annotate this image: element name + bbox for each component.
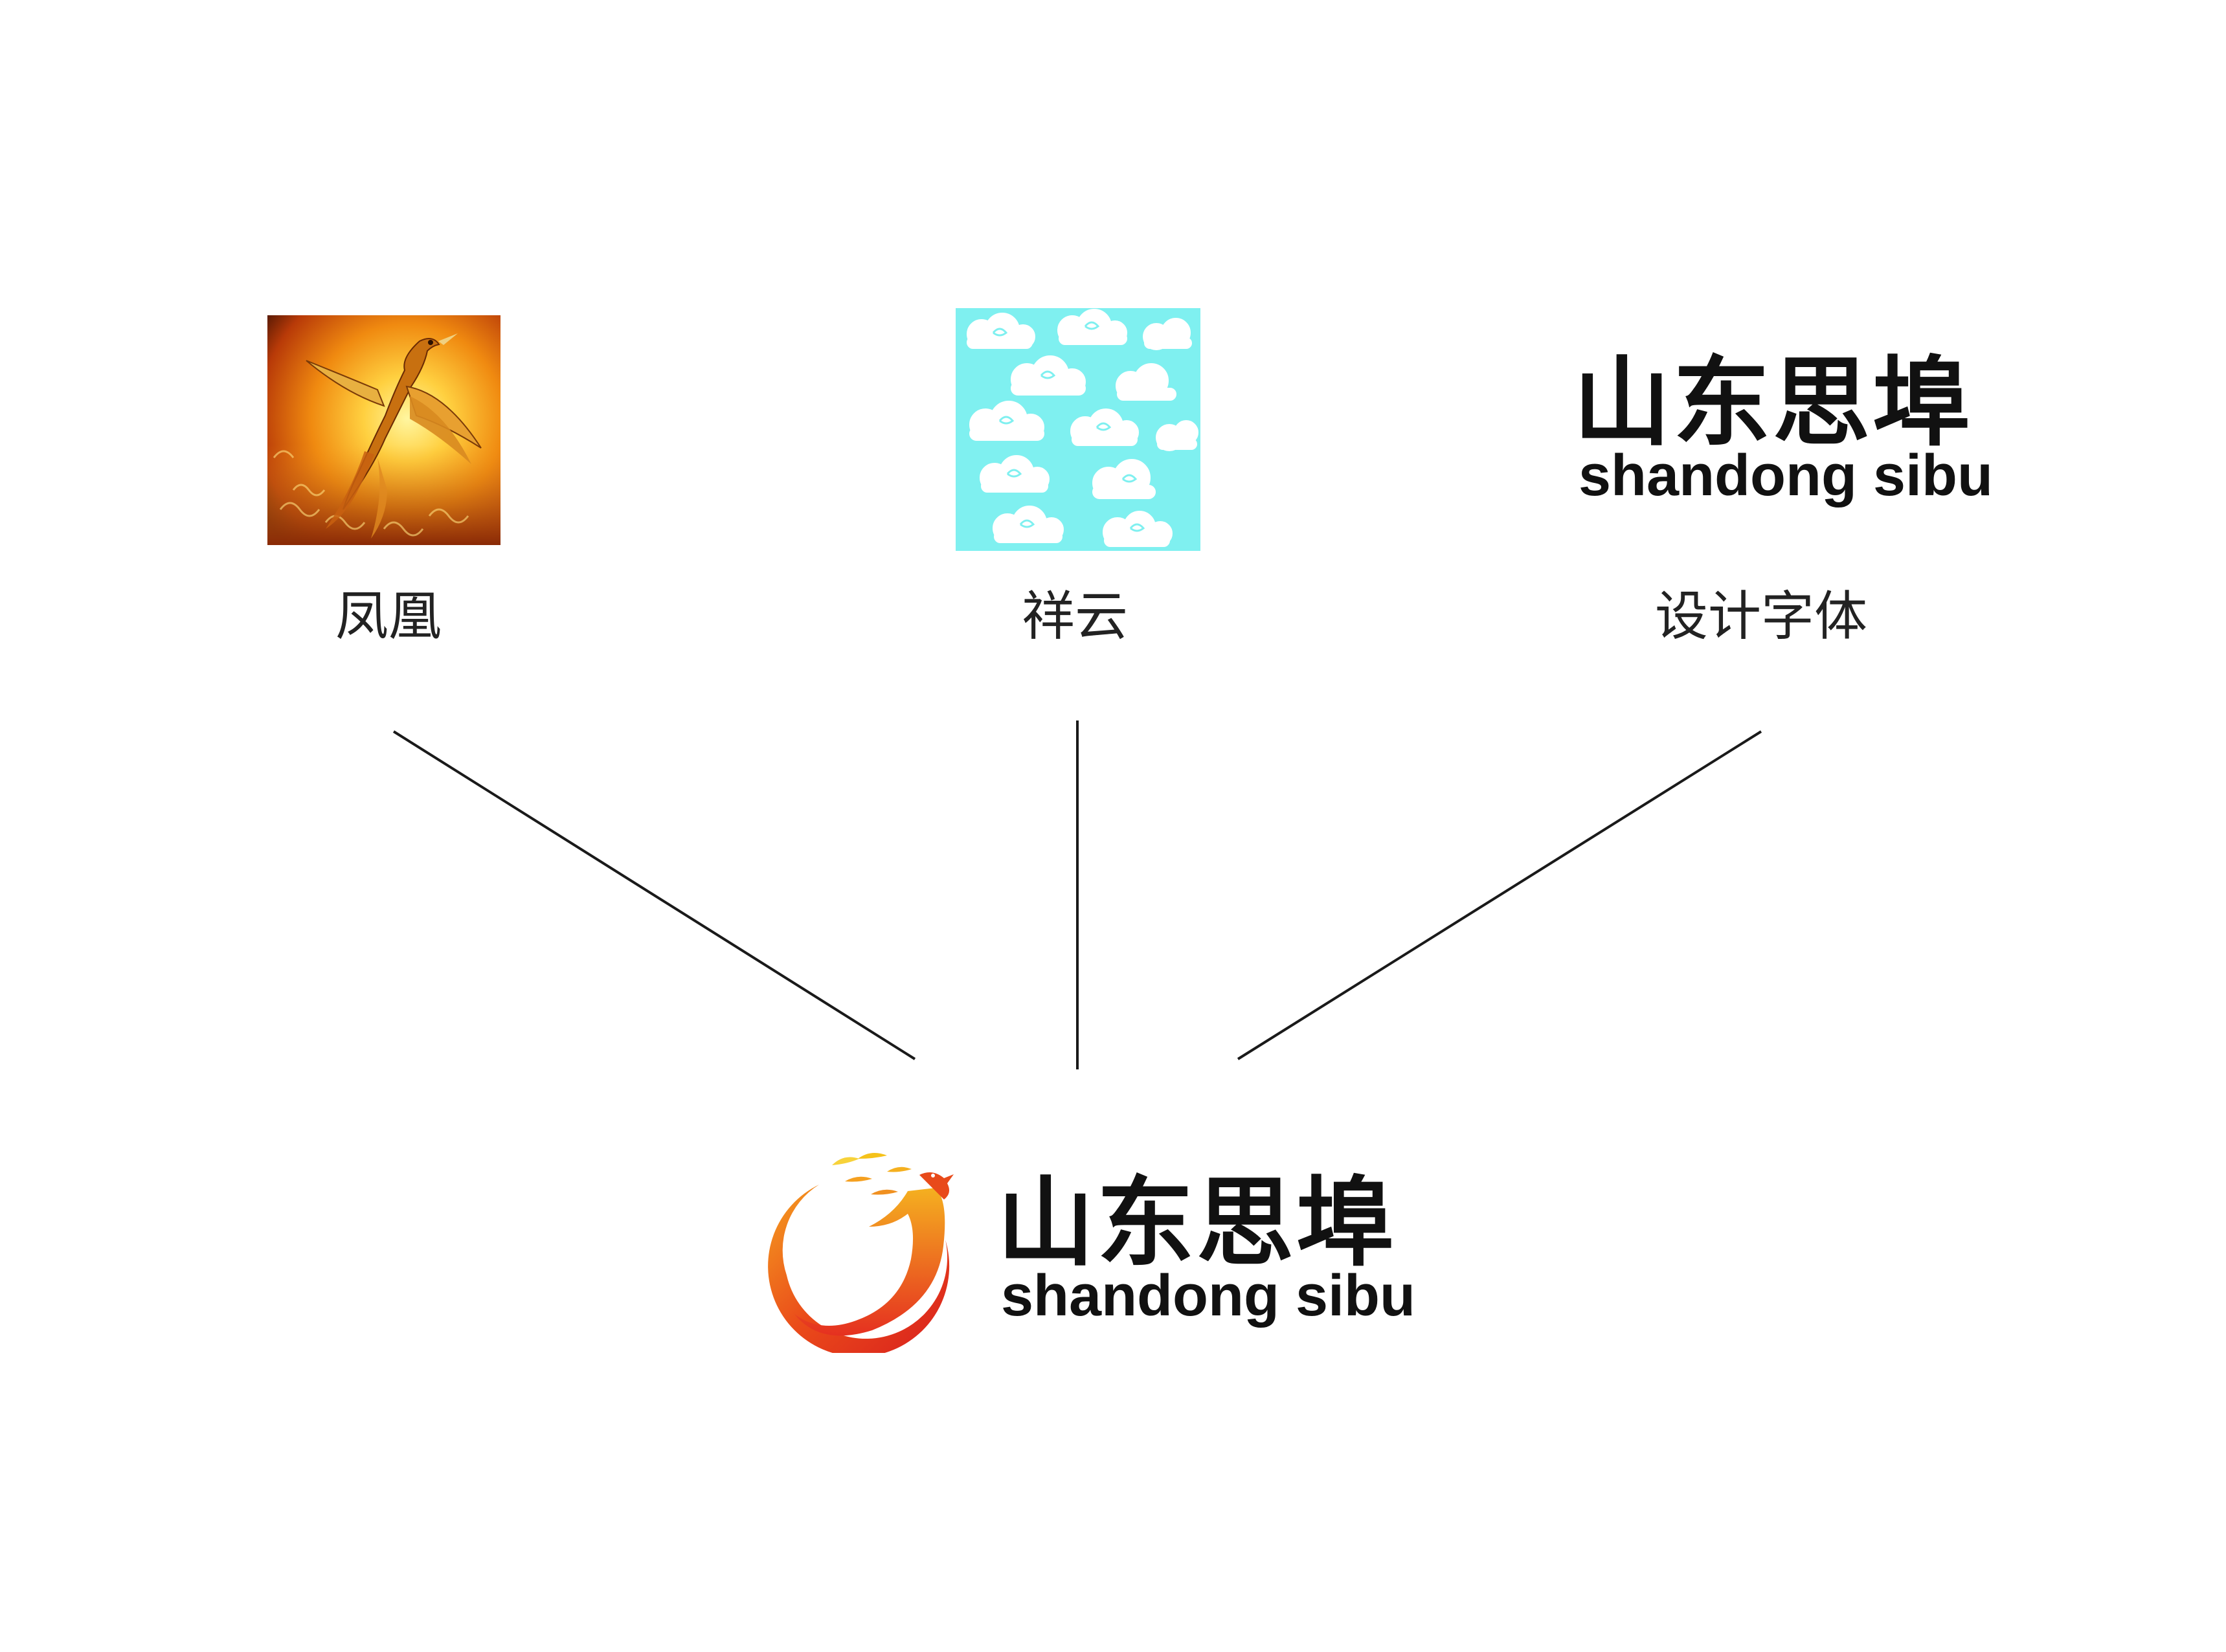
auspicious-cloud-image [956,308,1200,551]
caption-clouds: 祥云 [1021,586,1128,647]
connector-font [1237,730,1762,1060]
final-logo-english: shandong sibu [1001,1264,1415,1328]
font-sample-chinese: 山东思埠 [1573,347,1973,460]
font-sample-english: shandong sibu [1579,443,1993,508]
phoenix-emblem-logo [768,1153,954,1353]
connector-phoenix [392,730,916,1060]
final-logo-chinese: 山东思埠 [997,1167,1397,1280]
caption-font: 设计字体 [1654,586,1867,647]
caption-phoenix: 凤凰 [335,586,442,647]
phoenix-image [267,315,500,545]
